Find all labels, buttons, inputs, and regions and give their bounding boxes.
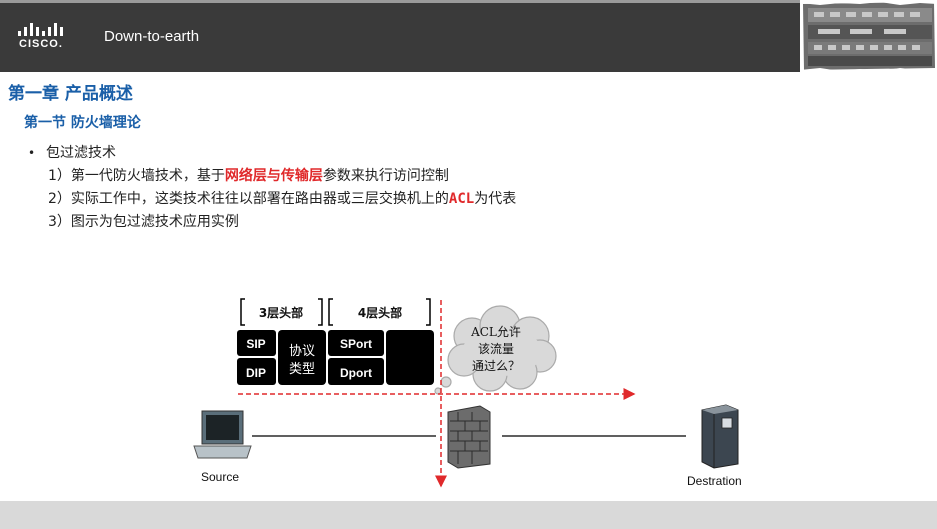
acl-question-cloud [434,305,557,395]
cloud-text-1: ACL允许 [470,324,521,339]
dport-field [328,358,384,385]
point-2-suffix: 为代表 [474,191,517,207]
slide-header: CISCO. Down-to-earth [0,0,937,72]
dip-field [237,358,276,385]
header-top-border [0,0,937,3]
l4-header-bracket [328,298,431,326]
bullet-text: 包过滤技术 [46,145,116,161]
l3-header-bracket [240,298,323,326]
cisco-logo: CISCO. [16,22,68,52]
point-2: 2）实际工作中，这类技术往往以部署在路由器或三层交换机上的ACL为代表 [48,188,516,208]
server-rack-photo [800,0,937,72]
point-2-prefix: 2）实际工作中，这类技术往往以部署在路由器或三层交换机上的 [48,191,449,207]
section-title: 第一节 防火墙理论 [24,115,141,131]
protocol-label-2: 类型 [289,362,315,377]
dip-label: DIP [246,366,266,380]
cisco-logo-text: CISCO. [19,38,63,50]
bullet-dot-icon: • [28,146,36,160]
l4-extra-field [386,330,434,385]
sip-label: SIP [246,337,265,351]
point-2-highlight: ACL [448,191,475,207]
sport-label: SPort [340,337,372,351]
cisco-logo-bars-icon [18,23,63,36]
slide-footer-bar [0,501,937,529]
destination-label: Destration [687,474,742,488]
header-title: Down-to-earth [104,28,200,45]
dport-label: Dport [340,366,372,380]
l4-header-label: 4层头部 [358,305,402,320]
point-3: 3）图示为包过滤技术应用实例 [48,214,239,230]
cloud-text-2: 该流量 [478,342,514,356]
laptop-icon [193,410,252,459]
sip-field [237,330,276,356]
source-label: Source [201,470,240,484]
bullet-item: • 包过滤技术 [28,142,116,162]
firewall-icon [447,405,491,469]
point-1-suffix: 参数来执行访问控制 [322,168,449,184]
l3-header-label: 3层头部 [259,305,303,320]
protocol-field [278,330,326,385]
point-1-highlight: 网络层与传输层 [224,168,323,184]
cloud-text-3: 通过么？ [472,359,520,373]
server-icon [701,404,739,469]
chapter-title: 第一章 产品概述 [8,84,133,104]
point-1: 1）第一代防火墙技术，基于网络层与传输层参数来执行访问控制 [48,165,449,185]
sport-field [328,330,384,356]
protocol-label-1: 协议 [289,344,315,359]
point-1-prefix: 1）第一代防火墙技术，基于 [48,168,225,184]
